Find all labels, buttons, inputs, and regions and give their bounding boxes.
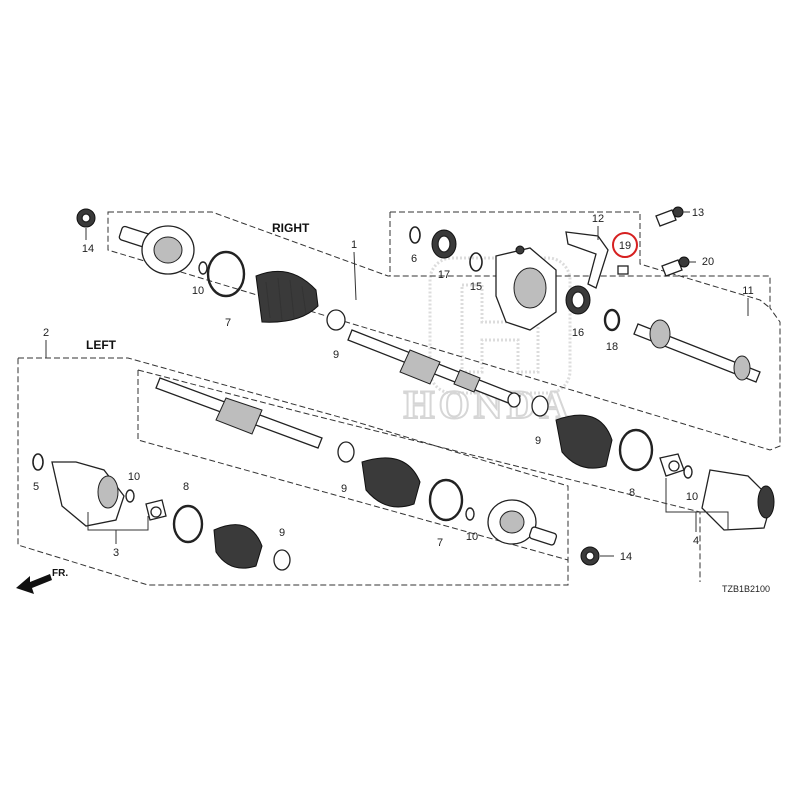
- bracket-12: [565, 231, 609, 289]
- nut-14-bottom: [580, 546, 600, 566]
- clip-9-right-inner: [531, 395, 549, 417]
- left-heading: LEFT: [86, 338, 117, 352]
- clip-10-right-joint: [683, 465, 693, 479]
- clip-9-right-outer: [326, 309, 346, 331]
- callout-1: 1: [351, 239, 357, 251]
- callout-11: 11: [742, 285, 753, 297]
- highlight-ring-19: [612, 232, 638, 258]
- boot-left-inner: [213, 524, 263, 569]
- circlip-5-left: [32, 453, 44, 471]
- callout-14-top: 14: [82, 243, 94, 255]
- callouts: 1 2 3 4 5 5 6 7 7 8 8 9 9 9 9 10 10 10 1…: [33, 207, 754, 563]
- outer-cv-joint-right: [118, 225, 195, 275]
- outer-cv-joint-left: [487, 499, 558, 546]
- callout-10-a: 10: [192, 285, 204, 297]
- callout-17: 17: [438, 269, 450, 281]
- inner-shaft-box: [137, 369, 701, 582]
- callout-9-d: 9: [279, 527, 285, 539]
- inner-joint-housing-right: [701, 469, 775, 531]
- callout-12: 12: [592, 213, 604, 225]
- boot-band-7-left: [428, 478, 464, 522]
- callout-10-d: 10: [686, 491, 698, 503]
- callout-10-c: 10: [466, 531, 478, 543]
- callout-14-bottom: 14: [620, 551, 632, 563]
- boot-right-inner: [555, 414, 613, 469]
- left-halfshaft: [155, 377, 323, 449]
- left-shaft-box: [17, 357, 569, 586]
- callout-20: 20: [702, 256, 714, 268]
- callout-9-b: 9: [535, 435, 541, 447]
- circlip-6: [409, 226, 421, 244]
- bolt-13: [655, 206, 684, 227]
- circlip-18: [603, 308, 621, 332]
- callout-19: 19: [619, 240, 631, 252]
- callout-2: 2: [43, 327, 49, 339]
- oil-seal-17: [431, 229, 457, 259]
- bearing-16: [565, 285, 591, 315]
- boot-band-8-right: [618, 428, 654, 472]
- callout-7-left: 7: [437, 537, 443, 549]
- callout-3: 3: [113, 547, 119, 559]
- right-halfshaft: [347, 329, 521, 408]
- clip-10-outer-right: [198, 261, 208, 275]
- leader-lines: [45, 211, 749, 557]
- right-heading: RIGHT: [272, 221, 310, 235]
- callout-13: 13: [692, 207, 704, 219]
- callout-4: 4: [693, 535, 699, 547]
- callout-16: 16: [572, 327, 584, 339]
- callout-8-left: 8: [183, 481, 189, 493]
- hub-parts-box: [389, 211, 771, 309]
- tripod-right: [659, 453, 685, 477]
- front-label: FR.: [52, 568, 68, 579]
- circlip-10-left: [125, 489, 135, 503]
- right-shaft-box: [107, 211, 781, 451]
- inner-joint-housing-left: [51, 461, 125, 527]
- callout-15: 15: [470, 281, 482, 293]
- front-direction-arrow: FR.: [16, 568, 68, 594]
- boot-right-outer: [255, 270, 319, 323]
- callout-5-left: 5: [33, 481, 39, 493]
- bolt-20: [661, 256, 690, 277]
- callout-7-right: 7: [225, 317, 231, 329]
- boot-left-outer: [361, 457, 421, 508]
- clip-9-left-inner: [273, 549, 291, 571]
- callout-9-c: 9: [341, 483, 347, 495]
- clip-10-outer-left: [465, 507, 475, 521]
- callout-6: 6: [411, 253, 417, 265]
- clip-15: [469, 252, 483, 272]
- tripod-left: [145, 499, 167, 521]
- boot-band-7-right: [206, 250, 246, 298]
- callout-18: 18: [606, 341, 618, 353]
- nut-14-top: [76, 208, 96, 228]
- diagram-code: TZB1B2100: [722, 584, 770, 594]
- bolt-19: [617, 265, 629, 275]
- knuckle-hub: [495, 245, 557, 331]
- callout-10-b: 10: [128, 471, 140, 483]
- callout-8-right: 8: [629, 487, 635, 499]
- intermediate-shaft-11: [633, 319, 761, 383]
- clip-9-left-inner-shaft: [337, 441, 355, 463]
- boot-band-8-left: [172, 504, 204, 544]
- callout-9-a: 9: [333, 349, 339, 361]
